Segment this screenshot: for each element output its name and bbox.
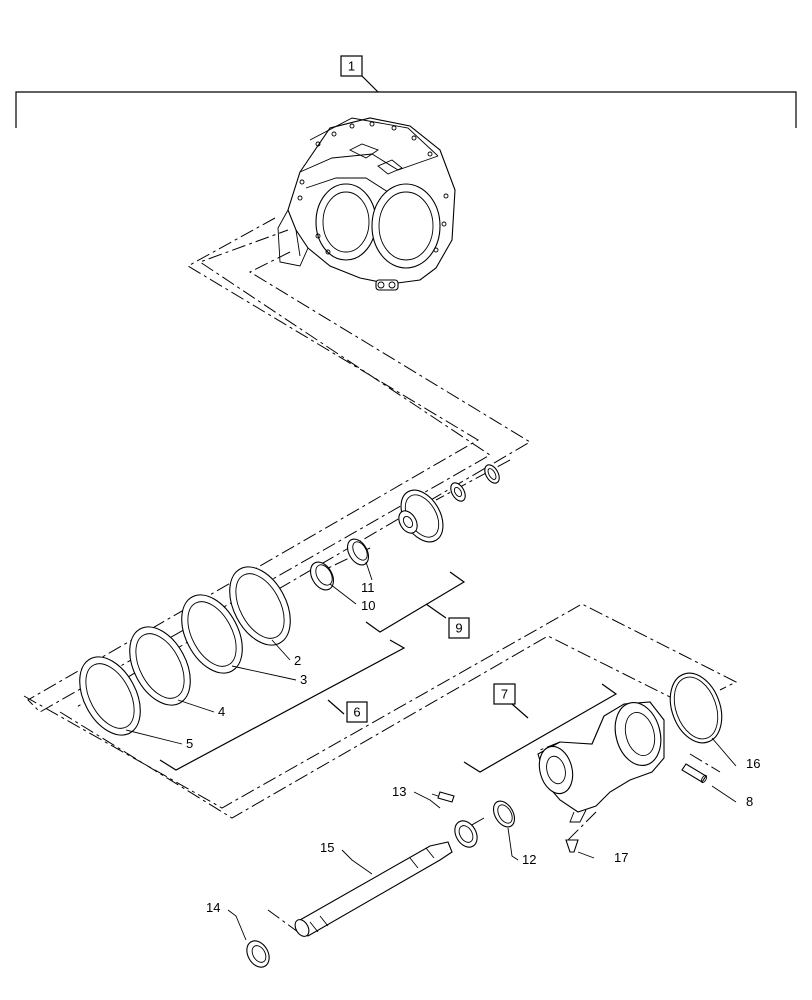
gear-assembly (398, 489, 444, 543)
callout-12: 12 (522, 852, 536, 867)
assembly-bracket-1: 1 (15, 55, 797, 128)
callout-13: 13 (392, 784, 406, 799)
callout-5: 5 (186, 736, 193, 751)
axle-carrier (537, 701, 665, 823)
o-ring (669, 672, 723, 744)
shim-4 (129, 626, 191, 706)
shim-2 (229, 566, 291, 646)
seal-14 (246, 940, 270, 968)
assembly-bracket-7: 7 (463, 683, 618, 773)
callout-14: 14 (206, 900, 220, 915)
assembly-bracket-9: 9 (365, 571, 470, 639)
bearing-cup (346, 538, 370, 566)
callout-10: 10 (361, 598, 375, 613)
callout-15: 15 (320, 840, 334, 855)
spacer-ring-small (450, 482, 466, 502)
dowel-pin (681, 763, 708, 784)
axle-shaft (294, 841, 453, 937)
assembly-centerlines (23, 217, 738, 933)
callout-7: 7 (501, 687, 508, 702)
seal (454, 820, 478, 848)
callout-16: 16 (746, 756, 760, 771)
axle-housing (277, 117, 456, 291)
assembly-bracket-6: 6 (159, 639, 406, 771)
callout-4: 4 (218, 704, 225, 719)
callout-2: 2 (294, 653, 301, 668)
shim-5 (79, 656, 141, 736)
clip-ring-top (484, 464, 500, 484)
grease-fitting (565, 839, 579, 853)
bolt (431, 791, 455, 803)
shim-3 (181, 594, 243, 674)
callout-9: 9 (455, 621, 462, 636)
callout-17: 17 (614, 850, 628, 865)
callout-8: 8 (746, 794, 753, 809)
bearing-cone (309, 561, 335, 591)
callout-6: 6 (353, 705, 360, 720)
callout-1: 1 (348, 59, 355, 74)
bearing-12 (492, 800, 516, 828)
callout-3: 3 (300, 672, 307, 687)
callout-11: 11 (361, 580, 375, 595)
